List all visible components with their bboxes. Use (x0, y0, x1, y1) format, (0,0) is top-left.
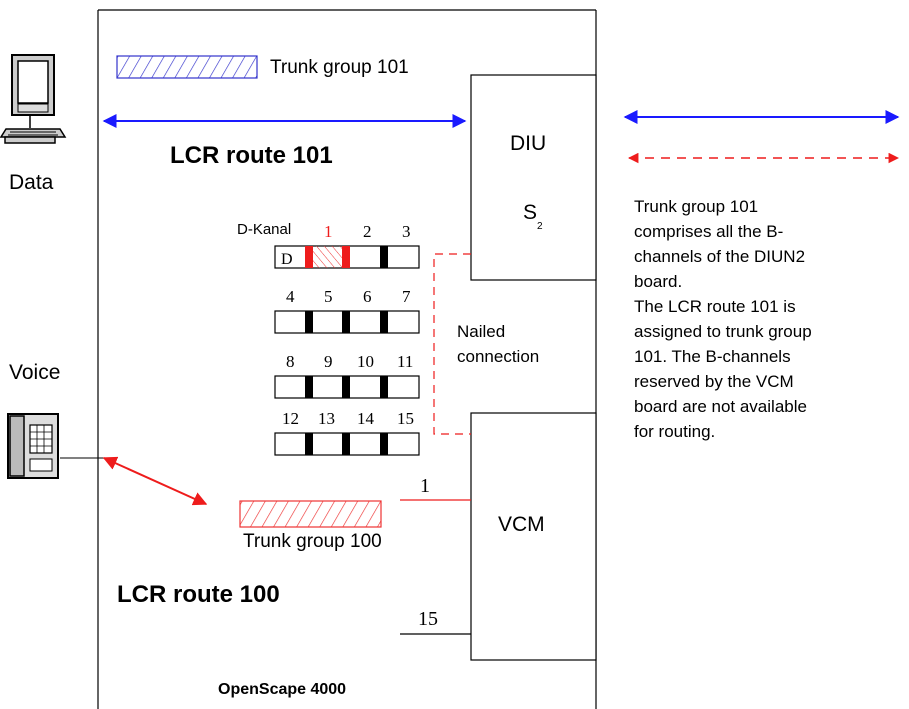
channel-number: 1 (324, 222, 333, 241)
channel-number: 3 (402, 222, 411, 241)
description-line: Trunk group 101 (634, 197, 758, 216)
channel-number: 15 (397, 409, 414, 428)
channel-number: 12 (282, 409, 299, 428)
description-line: for routing. (634, 422, 715, 441)
channel-divider (380, 246, 388, 268)
vcm-port-15-label: 15 (418, 608, 438, 630)
channel-number: 7 (402, 287, 411, 306)
vcm-board (470, 412, 597, 661)
channel-divider (380, 433, 388, 455)
diu-board (470, 74, 597, 281)
system-label: OpenScape 4000 (218, 681, 346, 698)
d-channel-box-label: D (281, 251, 293, 268)
nailed-label: Nailed (457, 322, 505, 341)
channel-divider (342, 376, 350, 398)
channel-bar-row-2 (274, 310, 420, 334)
lcr-route-100-label: LCR route 100 (117, 581, 280, 608)
channel-divider (305, 311, 313, 333)
channel-bar-row-1: D (274, 245, 420, 269)
channel-divider (342, 311, 350, 333)
channel-divider (305, 376, 313, 398)
nailed-connection-line (433, 253, 471, 435)
trunk-group-100-hatch (239, 500, 382, 528)
computer-icon (0, 54, 67, 144)
description-line: comprises all the B- (634, 222, 783, 241)
description-line: assigned to trunk group (634, 322, 812, 341)
trunk-group-101-label: Trunk group 101 (270, 57, 409, 78)
channel-bar-row-4 (274, 432, 420, 456)
lcr-route-100-arrow (102, 456, 208, 506)
channel-divider (380, 311, 388, 333)
description-text: Trunk group 101 comprises all the B- cha… (634, 197, 812, 441)
description-line: channels of the DIUN2 (634, 247, 805, 266)
vcm-title: VCM (498, 513, 545, 536)
channel-bar-row-3 (274, 375, 420, 399)
channel-number: 8 (286, 352, 295, 371)
lcr-route-101-label: LCR route 101 (170, 142, 333, 169)
description-line: reserved by the VCM (634, 372, 794, 391)
trunk-group-100-label: Trunk group 100 (243, 531, 382, 552)
channel-number: 11 (397, 352, 413, 371)
description-line: 101. The B-channels (634, 347, 791, 366)
d-kanal-label: D-Kanal (237, 221, 291, 238)
channel-number: 5 (324, 287, 333, 306)
channel-divider (342, 433, 350, 455)
channel-number: 14 (357, 409, 375, 428)
channel-divider (342, 246, 350, 268)
description-line: The LCR route 101 is (634, 297, 796, 316)
channel-number: 13 (318, 409, 335, 428)
channel-numbers: 1 2 3 4 5 6 7 8 9 10 11 12 13 14 15 (282, 222, 414, 428)
channel-number: 2 (363, 222, 372, 241)
channel-divider (380, 376, 388, 398)
channel-number: 4 (286, 287, 295, 306)
diu-s-index: 2 (537, 221, 543, 232)
vcm-port-1-label: 1 (420, 475, 430, 497)
channel-1-hatch (305, 246, 350, 268)
description-line: board. (634, 272, 682, 291)
connection-label: connection (457, 347, 539, 366)
channel-number: 9 (324, 352, 333, 371)
channel-number: 6 (363, 287, 372, 306)
trunk-group-101-hatch (116, 55, 258, 79)
description-line: board are not available (634, 397, 807, 416)
voice-label: Voice (9, 361, 60, 384)
diu-title: DIU (510, 132, 546, 155)
channel-divider (305, 433, 313, 455)
data-label: Data (9, 171, 54, 194)
channel-number: 10 (357, 352, 374, 371)
channel-divider (305, 246, 313, 268)
telephone-icon (7, 413, 59, 479)
diu-s-label: S (523, 201, 537, 224)
